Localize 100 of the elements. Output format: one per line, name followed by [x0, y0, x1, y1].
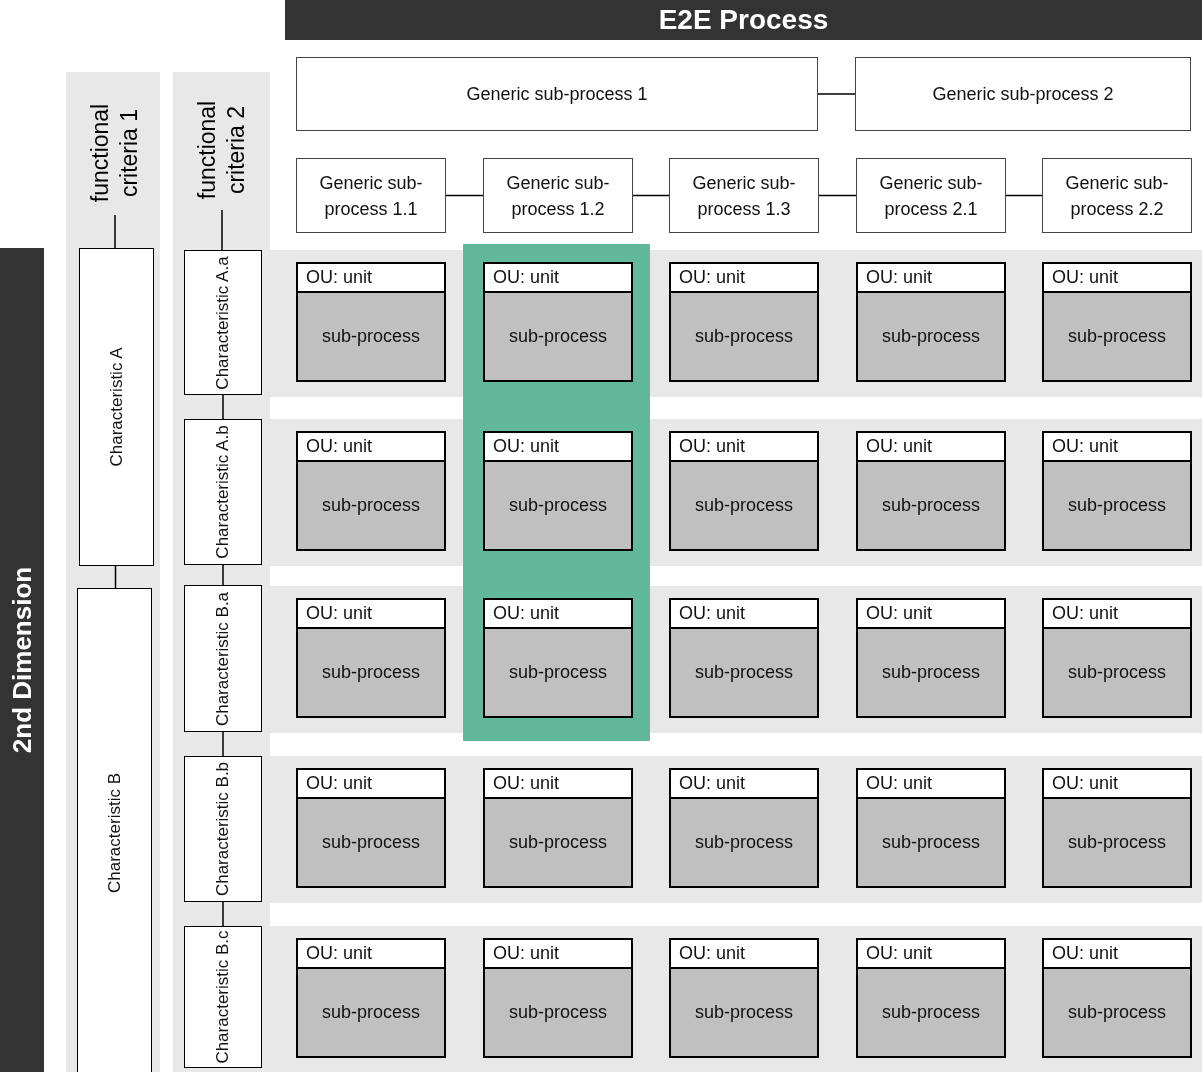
connector-line — [114, 214, 116, 249]
process-cell — [296, 768, 446, 888]
criteria-label: functional criteria 2 — [187, 90, 257, 210]
process-cell — [296, 262, 446, 382]
connector-line — [222, 394, 224, 420]
characteristic-box: Characteristic B — [77, 588, 152, 1072]
unit-header: OU: unit — [858, 940, 1004, 969]
process-cell — [296, 598, 446, 718]
unit-header: OU: unit — [485, 770, 631, 799]
sub-process-label: sub-process — [1066, 494, 1167, 517]
process-cell — [669, 938, 819, 1058]
process-cell — [856, 768, 1006, 888]
sub-process-label: sub-process — [320, 661, 421, 684]
sub-process-label: sub-process — [880, 661, 981, 684]
dimension-band: 2nd Dimension — [0, 248, 44, 1072]
process-cell — [483, 431, 633, 551]
process-box: Generic sub-process 1.1 — [296, 158, 446, 233]
unit-header: OU: unit — [298, 600, 444, 629]
process-cell — [856, 431, 1006, 551]
unit-header: OU: unit — [298, 433, 444, 462]
sub-process-label: sub-process — [320, 831, 421, 854]
unit-header: OU: unit — [485, 600, 631, 629]
unit-header: OU: unit — [671, 264, 817, 293]
connector-line — [221, 209, 223, 251]
connector-line — [445, 194, 484, 197]
criteria-label: functional criteria 1 — [80, 90, 150, 215]
unit-header: OU: unit — [298, 264, 444, 293]
sub-process-label: sub-process — [320, 1001, 421, 1024]
characteristic-box: Characteristic A.a — [184, 250, 262, 395]
unit-header: OU: unit — [1044, 770, 1190, 799]
process-cell — [669, 431, 819, 551]
unit-header: OU: unit — [858, 264, 1004, 293]
unit-header: OU: unit — [858, 770, 1004, 799]
unit-header: OU: unit — [1044, 433, 1190, 462]
process-cell — [669, 768, 819, 888]
process-cell — [856, 598, 1006, 718]
process-cell — [669, 598, 819, 718]
process-cell — [669, 262, 819, 382]
sub-process-label: sub-process — [320, 325, 421, 348]
unit-header: OU: unit — [671, 940, 817, 969]
connector-line — [632, 194, 670, 197]
unit-header: OU: unit — [858, 600, 1004, 629]
sub-process-label: sub-process — [693, 831, 794, 854]
process-cell — [483, 768, 633, 888]
sub-process-label: sub-process — [1066, 661, 1167, 684]
sub-process-label: sub-process — [880, 831, 981, 854]
process-cell — [856, 938, 1006, 1058]
connector-line — [222, 901, 224, 927]
sub-process-label: sub-process — [1066, 831, 1167, 854]
process-cell — [1042, 768, 1192, 888]
characteristic-box: Characteristic A.b — [184, 419, 262, 565]
unit-header: OU: unit — [671, 433, 817, 462]
process-box: Generic sub-process 1.3 — [669, 158, 819, 233]
unit-header: OU: unit — [485, 433, 631, 462]
characteristic-box: Characteristic B.b — [184, 756, 262, 902]
connector-line — [222, 564, 224, 586]
sub-process-label: sub-process — [507, 1001, 608, 1024]
connector-line — [817, 93, 856, 95]
unit-header: OU: unit — [298, 770, 444, 799]
sub-process-label: sub-process — [693, 661, 794, 684]
sub-process-label: sub-process — [507, 831, 608, 854]
process-cell — [483, 938, 633, 1058]
characteristic-box: Characteristic B.c — [184, 926, 262, 1068]
sub-process-label: sub-process — [880, 325, 981, 348]
connector-line — [114, 565, 117, 589]
process-cell — [1042, 431, 1192, 551]
process-box: Generic sub-process 2.2 — [1042, 158, 1192, 233]
process-cell — [1042, 938, 1192, 1058]
sub-process-label: sub-process — [880, 494, 981, 517]
sub-process-label: sub-process — [693, 325, 794, 348]
sub-process-label: sub-process — [507, 494, 608, 517]
unit-header: OU: unit — [485, 940, 631, 969]
process-cell — [296, 938, 446, 1058]
unit-header: OU: unit — [298, 940, 444, 969]
sub-process-label: sub-process — [1066, 325, 1167, 348]
process-cell — [483, 598, 633, 718]
sub-process-label: sub-process — [320, 494, 421, 517]
process-cell — [1042, 262, 1192, 382]
process-box: Generic sub-process 2 — [855, 57, 1191, 131]
unit-header: OU: unit — [1044, 264, 1190, 293]
process-box: Generic sub-process 1 — [296, 57, 818, 131]
unit-header: OU: unit — [671, 770, 817, 799]
title-bar: E2E Process — [285, 0, 1202, 40]
connector-line — [222, 731, 224, 757]
characteristic-box: Characteristic A — [79, 248, 154, 566]
connector-line — [1005, 194, 1043, 197]
sub-process-label: sub-process — [507, 661, 608, 684]
process-cell — [483, 262, 633, 382]
unit-header: OU: unit — [1044, 940, 1190, 969]
process-box: Generic sub-process 2.1 — [856, 158, 1006, 233]
sub-process-label: sub-process — [693, 1001, 794, 1024]
sub-process-label: sub-process — [1066, 1001, 1167, 1024]
unit-header: OU: unit — [1044, 600, 1190, 629]
process-cell — [296, 431, 446, 551]
sub-process-label: sub-process — [693, 494, 794, 517]
process-cell — [1042, 598, 1192, 718]
characteristic-box: Characteristic B.a — [184, 585, 262, 732]
connector-line — [818, 194, 857, 197]
sub-process-label: sub-process — [880, 1001, 981, 1024]
sub-process-label: sub-process — [507, 325, 608, 348]
